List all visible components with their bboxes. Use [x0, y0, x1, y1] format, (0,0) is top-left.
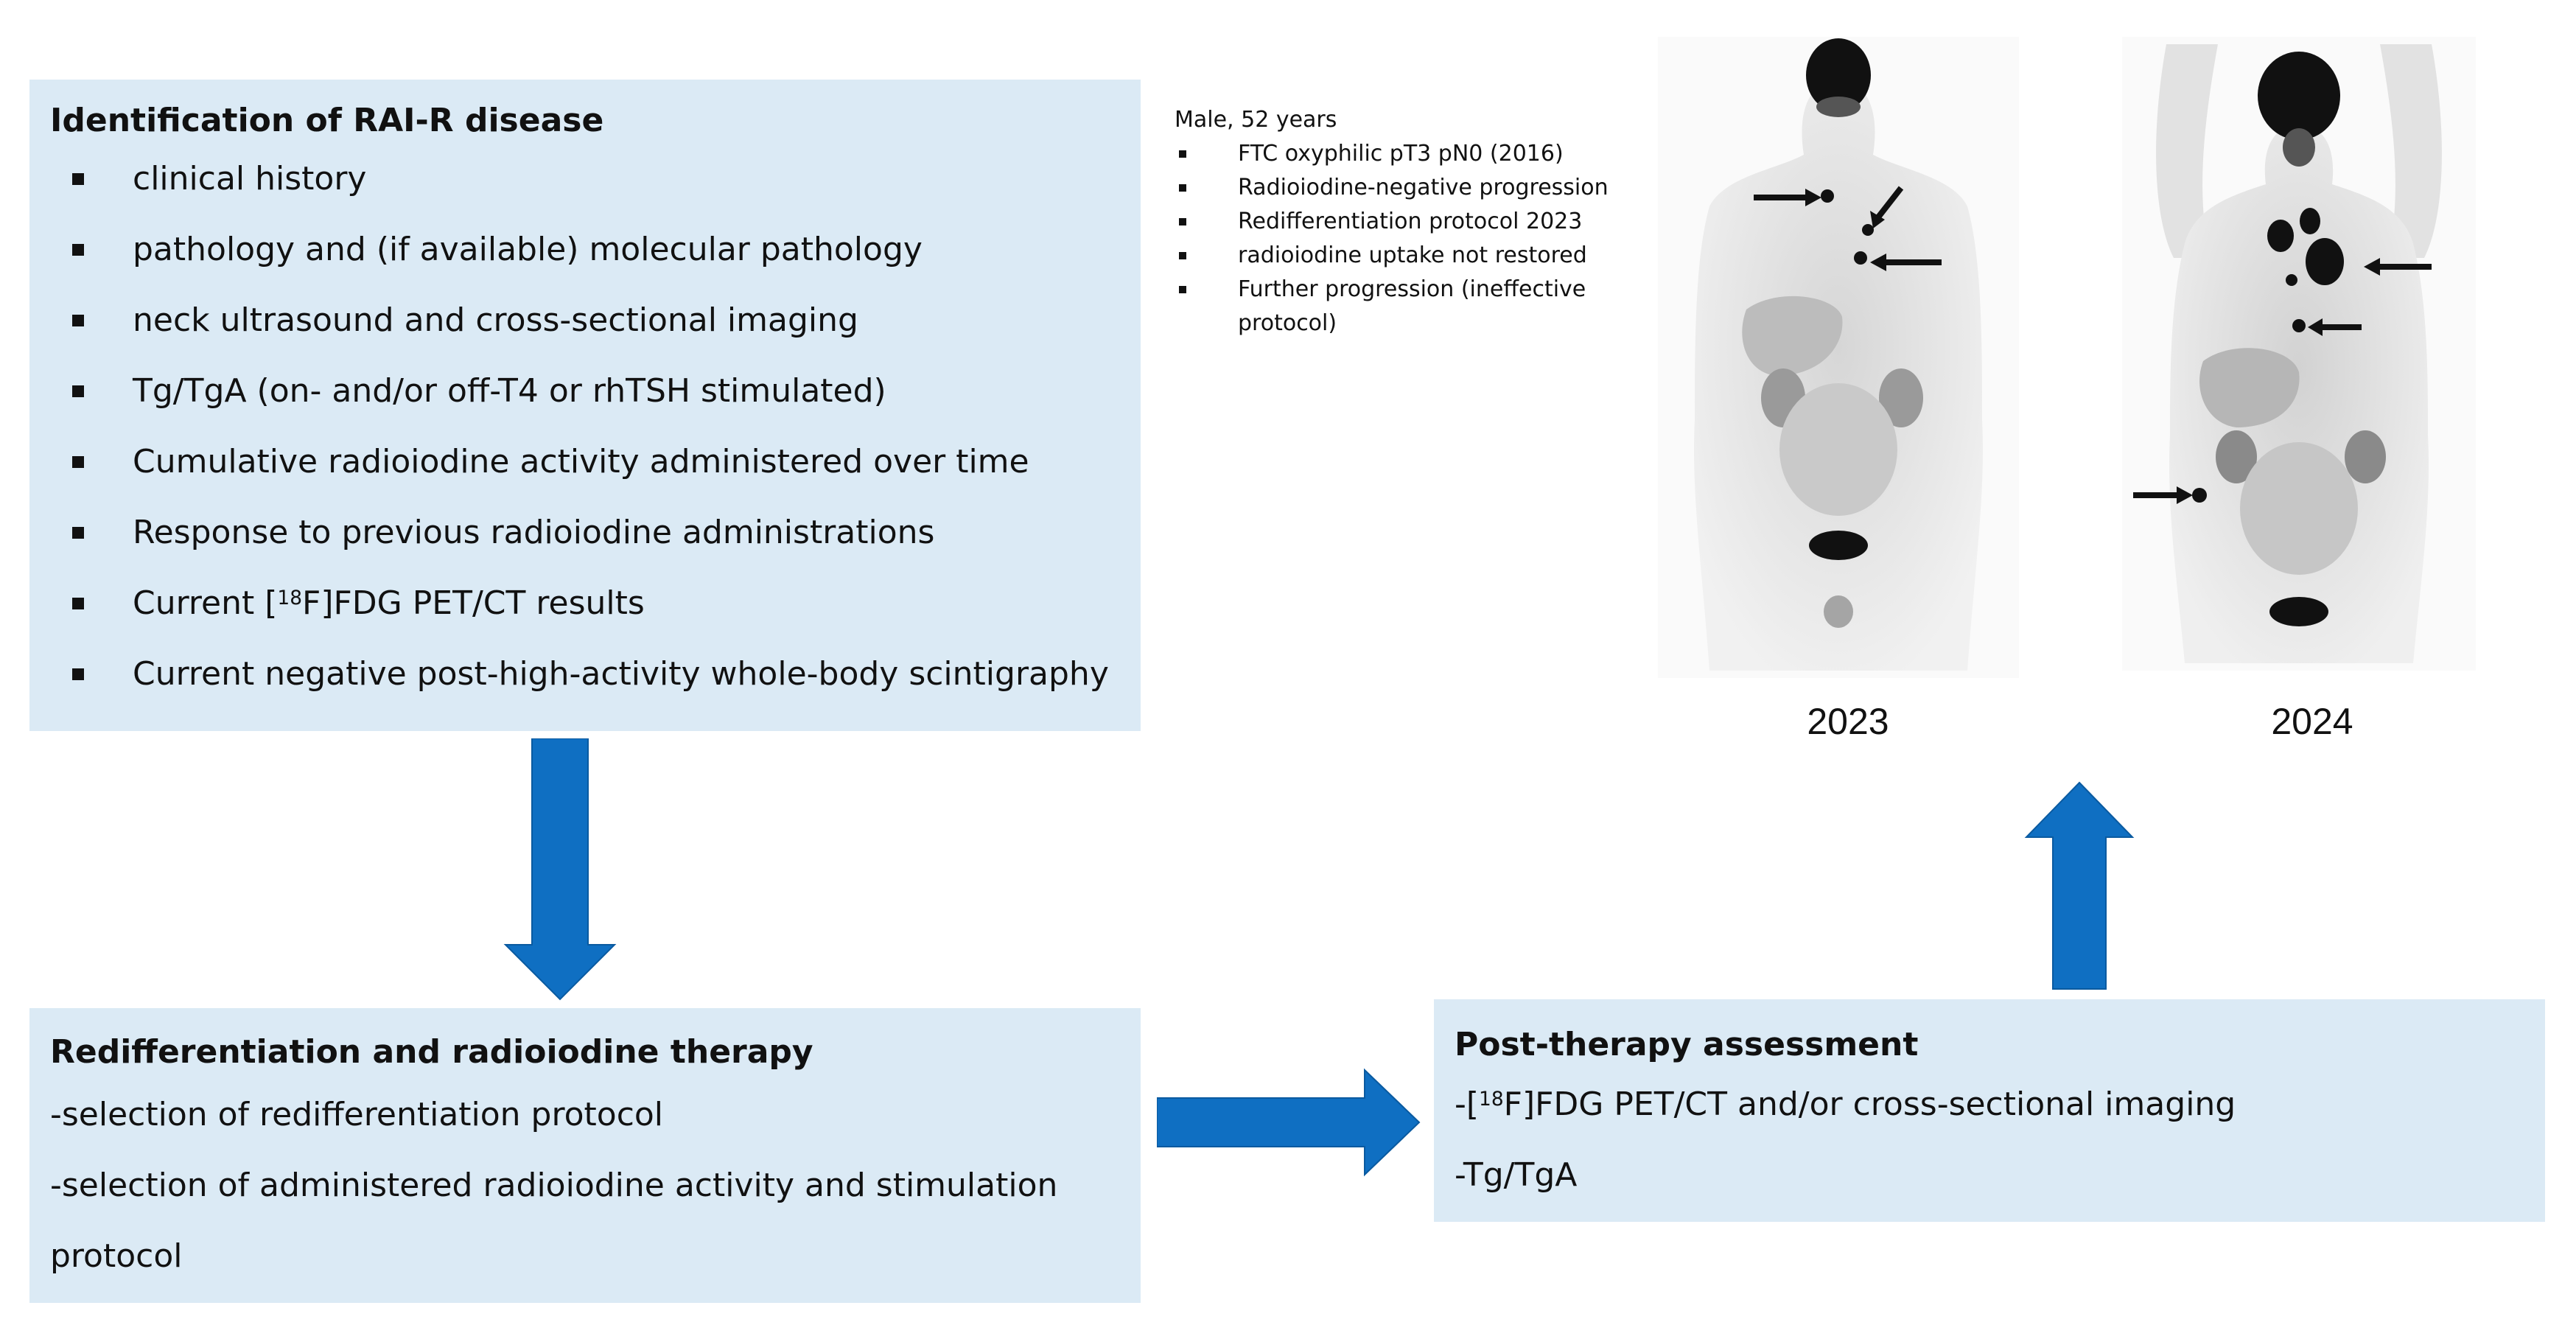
pet-scan-2023-image: [1658, 37, 2019, 678]
post-fdg-sup: 18: [1479, 1087, 1504, 1111]
identification-box: Identification of RAI-R disease clinical…: [29, 80, 1141, 731]
list-item: Redifferentiation protocol 2023: [1175, 205, 1631, 239]
list-item: Cumulative radioiodine activity administ…: [50, 427, 1141, 497]
fdg-sup: 18: [277, 586, 303, 609]
right-arrow: [1157, 1068, 1421, 1177]
down-arrow: [503, 738, 617, 1001]
case-title: Male, 52 years: [1175, 107, 1337, 133]
post-fdg-suffix: F]FDG PET/CT and/or cross-sectional imag…: [1503, 1085, 2236, 1123]
redifferentiation-title: Redifferentiation and radioiodine therap…: [50, 1033, 813, 1071]
redifferentiation-line-2b: protocol: [50, 1237, 183, 1275]
redifferentiation-line-2a: -selection of administered radioiodine a…: [50, 1167, 1058, 1204]
fdg-prefix: Current [: [133, 584, 278, 622]
list-item: pathology and (if available) molecular p…: [50, 214, 1141, 285]
case-summary: Male, 52 years FTC oxyphilic pT3 pN0 (20…: [1175, 103, 1631, 340]
redifferentiation-line-1: -selection of redifferentiation protocol: [50, 1096, 664, 1133]
list-item: radioiodine uptake not restored: [1175, 239, 1631, 273]
list-item: Further progression (ineffective protoco…: [1175, 273, 1631, 340]
year-label-2023: 2023: [1807, 701, 1889, 742]
year-label-2024: 2024: [2271, 701, 2353, 742]
post-therapy-box: Post-therapy assessment -[18F]FDG PET/CT…: [1434, 999, 2545, 1222]
post-therapy-fdg-line: -[18F]FDG PET/CT and/or cross-sectional …: [1455, 1069, 2545, 1140]
up-arrow: [2024, 781, 2135, 990]
fdg-suffix: F]FDG PET/CT results: [302, 584, 645, 622]
post-therapy-lines: -[18F]FDG PET/CT and/or cross-sectional …: [1455, 1069, 2545, 1211]
identification-list: clinical history pathology and (if avail…: [50, 144, 1141, 710]
list-item-fdg: Current [18F]FDG PET/CT results: [50, 568, 1141, 639]
post-therapy-line-2: -Tg/TgA: [1455, 1156, 1578, 1194]
redifferentiation-box: Redifferentiation and radioiodine therap…: [29, 1008, 1141, 1303]
pet-scan-2024-image: [2122, 37, 2476, 671]
list-item: Current negative post-high-activity whol…: [50, 639, 1141, 710]
redifferentiation-lines: -selection of redifferentiation protocol…: [50, 1080, 1141, 1292]
list-item: neck ultrasound and cross-sectional imag…: [50, 285, 1141, 356]
list-item: FTC oxyphilic pT3 pN0 (2016): [1175, 137, 1631, 171]
post-therapy-title: Post-therapy assessment: [1455, 1026, 1919, 1063]
list-item: Radioiodine-negative progression: [1175, 171, 1631, 205]
list-item: Response to previous radioiodine adminis…: [50, 497, 1141, 568]
list-item: Tg/TgA (on- and/or off-T4 or rhTSH stimu…: [50, 356, 1141, 427]
identification-title: Identification of RAI-R disease: [50, 102, 604, 139]
post-fdg-prefix: -[: [1455, 1085, 1480, 1123]
list-item: clinical history: [50, 144, 1141, 214]
case-list: FTC oxyphilic pT3 pN0 (2016) Radioiodine…: [1175, 137, 1631, 340]
